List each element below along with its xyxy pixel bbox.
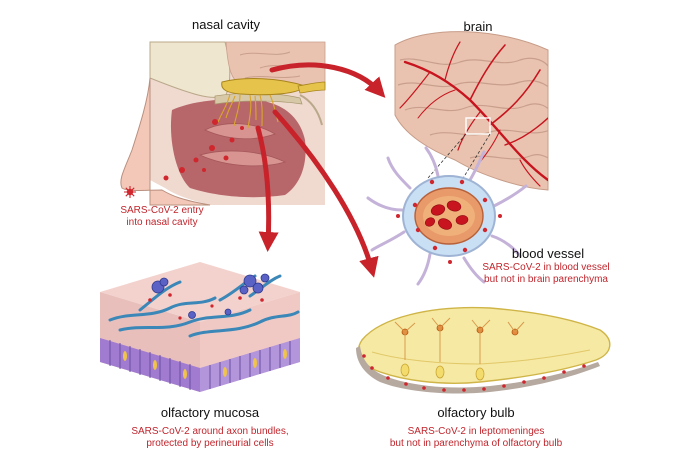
nose-profile [120,77,211,206]
zoom-region-box [465,117,491,135]
blood-vessel-caption: SARS-CoV-2 in blood vessel but not in br… [456,262,636,286]
olfactory-mucosa-illustration [100,262,300,392]
red-blood-cells [424,200,469,230]
arrow-to-olfactory-bulb [272,109,379,278]
nasal-cavity-title: nasal cavity [192,17,260,32]
olfactory-bulb-title: olfactory bulb [437,405,515,420]
astrocyte-processes [366,146,528,286]
arrow-to-olfactory-mucosa [255,125,279,252]
virus-particles-bulb [362,354,586,392]
brain-illustration [394,31,549,191]
nasal-passage [170,99,306,198]
virus-icon [124,186,136,198]
glomeruli [400,363,485,381]
brain-blood-vessels [399,41,548,187]
blood-vessel-title: blood vessel [511,246,585,261]
olfactory-bulb-caption-line-2: but not in parenchyma of olfactory bulb [389,438,563,449]
nasal-cavity-caption: SARS-CoV-2 entry into nasal cavity [92,205,232,229]
nasal-cavity-caption-line-1: SARS-CoV-2 entry [120,205,204,216]
olfactory-tract [297,81,326,94]
axon-nodules [151,273,270,319]
nasal-cavity-illustration [120,41,326,206]
epithelium-layer [100,338,300,392]
brain-title: brain [463,19,493,34]
olfactory-mucosa-caption: SARS-CoV-2 around axon bundles, protecte… [120,426,300,450]
olfactory-bulb-caption: SARS-CoV-2 in leptomeninges but not in p… [366,426,586,450]
olfactory-mucosa-caption-line-2: protected by perineurial cells [146,438,274,449]
arrow-to-brain [269,62,386,98]
olfactory-mucosa-caption-line-1: SARS-CoV-2 around axon bundles, [131,426,289,437]
olfactory-bulb-caption-line-1: SARS-CoV-2 in leptomeninges [407,426,545,437]
olfactory-bulb-illustration [356,306,611,394]
nasal-cavity-caption-line-2: into nasal cavity [126,217,198,228]
pathway-arrows [255,62,386,278]
olfactory-bulb-small [221,78,306,96]
blood-vessel-caption-line-1: SARS-CoV-2 in blood vessel [482,262,610,273]
leptomeninges [356,346,600,394]
olfactory-mucosa-title: olfactory mucosa [160,405,260,420]
bulb-body [357,306,611,384]
blood-vessel-caption-line-2: but not in brain parenchyma [484,274,608,285]
virus-particles-nasal [163,119,244,181]
virus-particles-vessel [396,179,502,264]
olfactory-nerve-fibers [217,93,279,129]
brain-surface [394,31,549,191]
blood-vessel-illustration [366,146,528,286]
virus-particles-mucosa [148,293,264,320]
